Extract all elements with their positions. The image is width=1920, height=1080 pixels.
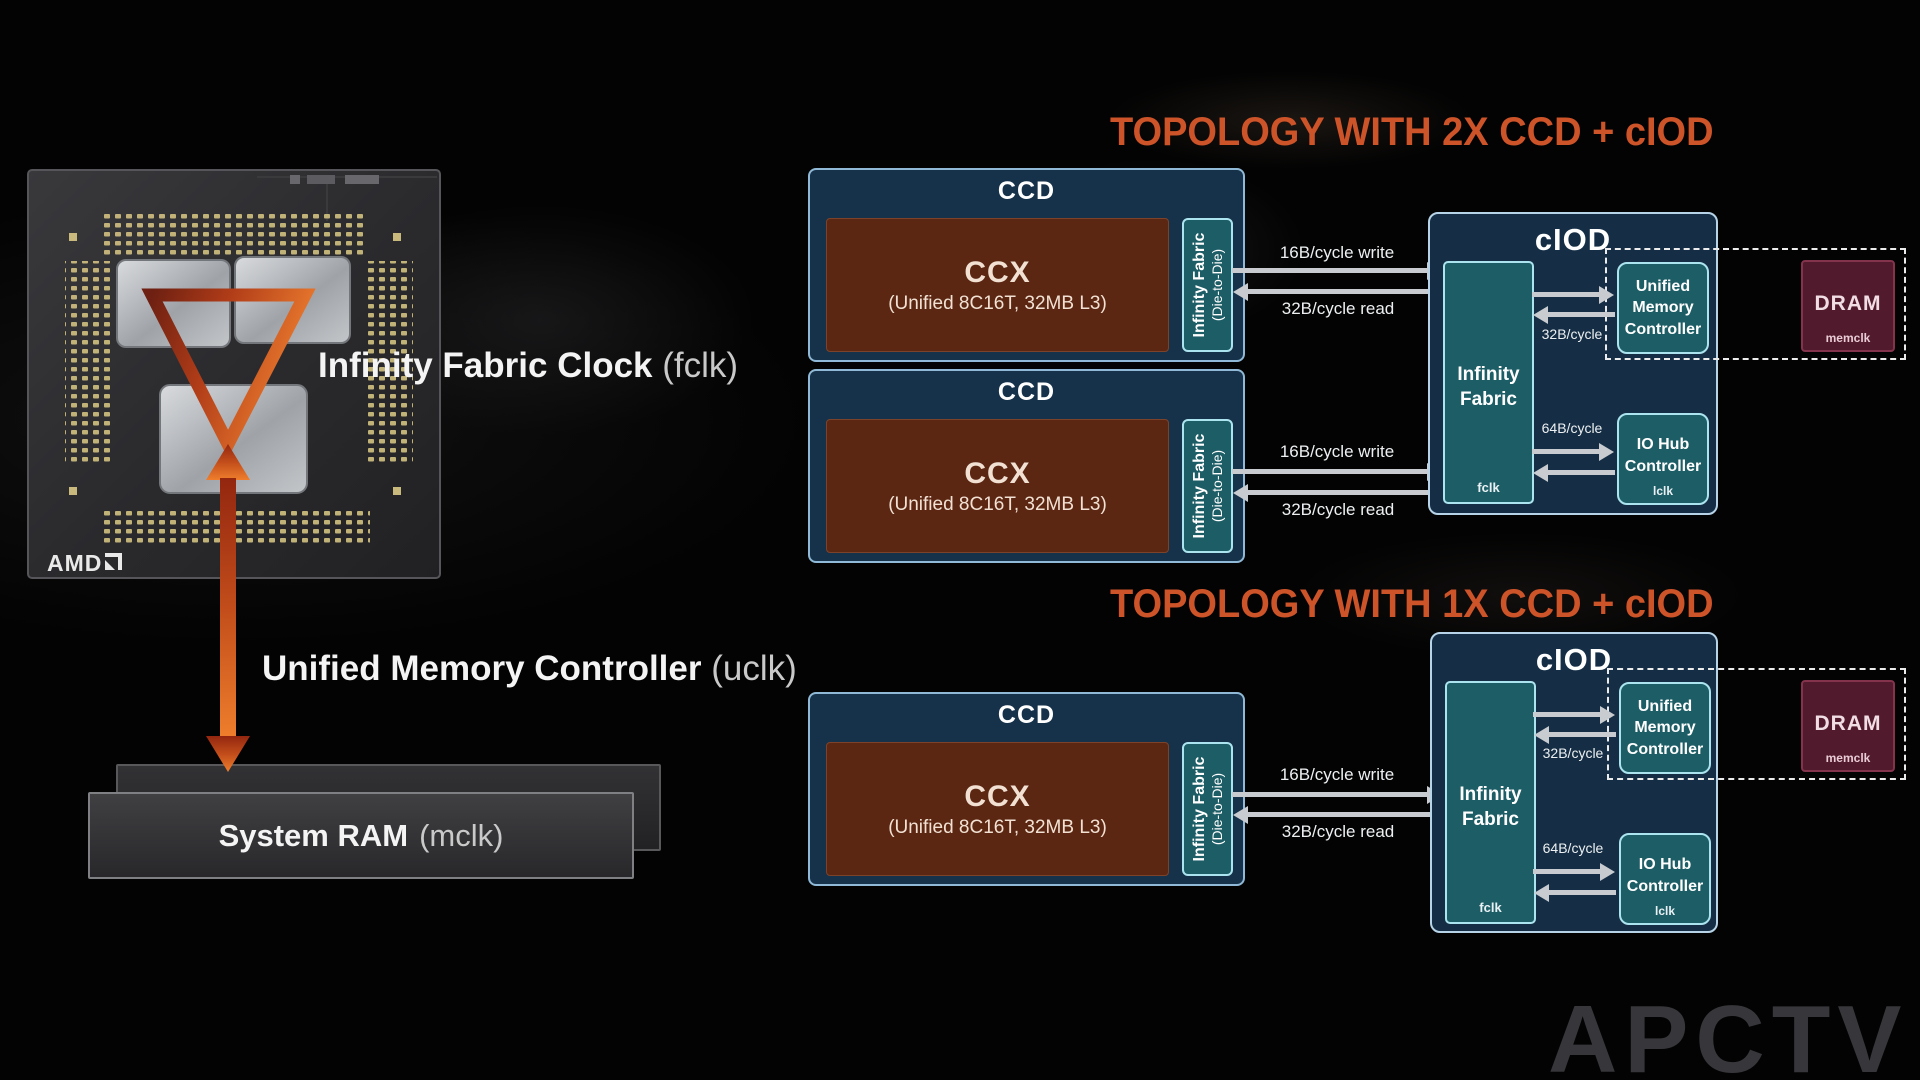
infinity-fabric-d2d-box: Infinity Fabric (Die-to-Die) xyxy=(1182,742,1233,876)
ciod-title: cIOD xyxy=(1534,222,1612,257)
ccd-box-1: CCD CCX (Unified 8C16T, 32MB L3) Infinit… xyxy=(808,168,1245,362)
fclk-tag: fclk xyxy=(1479,900,1502,915)
memclk-tag: memclk xyxy=(1825,751,1871,765)
read-bw-label: 32B/cycle read xyxy=(1281,299,1395,318)
ccd-title: CCD xyxy=(997,177,1056,205)
fclk-tag: fclk xyxy=(1477,480,1500,495)
write-arrow xyxy=(1232,268,1428,273)
iohub-to-if-arrow xyxy=(1548,890,1616,895)
system-ram-label: System RAM xyxy=(218,817,409,853)
cpu-package-graphic: AMD xyxy=(27,169,441,579)
if-to-iohub-arrow xyxy=(1532,449,1600,454)
umc-to-if-arrow xyxy=(1548,732,1616,737)
infinity-fabric-d2d-box: Infinity Fabric (Die-to-Die) xyxy=(1182,218,1233,352)
iohub-bw-label: 64B/cycle xyxy=(1542,840,1604,856)
memclk-tag: memclk xyxy=(1825,331,1871,345)
if-to-iohub-arrow xyxy=(1533,869,1601,874)
lclk-tag: lclk xyxy=(1654,904,1675,918)
write-bw-label: 16B/cycle write xyxy=(1279,243,1395,262)
system-ram-clock: (mclk) xyxy=(419,817,504,853)
fclk-label: Infinity Fabric Clock (fclk) xyxy=(318,346,739,385)
infinity-fabric-d2d-box: Infinity Fabric (Die-to-Die) xyxy=(1182,419,1233,553)
read-bw-label: 32B/cycle read xyxy=(1281,500,1395,519)
memory-domain-outline-2 xyxy=(1607,668,1906,780)
umc-bw-label: 32B/cycle xyxy=(1541,326,1603,342)
if-to-umc-arrow xyxy=(1532,292,1600,297)
ccd-title: CCD xyxy=(997,701,1056,729)
amd-arrow-icon xyxy=(105,553,122,570)
ccx-box: CCX (Unified 8C16T, 32MB L3) xyxy=(826,419,1169,553)
pad-field-right xyxy=(363,261,413,463)
cpu-to-ram-arrow xyxy=(206,444,250,772)
dram-box-1: DRAM memclk xyxy=(1801,260,1895,352)
umc-to-if-arrow xyxy=(1547,312,1615,317)
apctv-watermark: APCTV xyxy=(1548,986,1909,1080)
ciod-title: cIOD xyxy=(1535,642,1613,677)
lclk-tag: lclk xyxy=(1652,484,1673,498)
ciod-box-1: cIOD Infinity Fabric fclk Unified Memory… xyxy=(1428,212,1718,515)
read-bw-label: 32B/cycle read xyxy=(1281,822,1395,841)
ram-stick-front: System RAM (mclk) xyxy=(88,792,634,879)
topology-2-title: TOPOLOGY WITH 1X CCD + cIOD xyxy=(1110,582,1714,626)
if-to-umc-arrow xyxy=(1533,712,1601,717)
infinity-fabric-box: Infinity Fabric fclk xyxy=(1443,261,1534,504)
ciod-box-2: cIOD Infinity Fabric fclk Unified Memory… xyxy=(1430,632,1718,933)
write-arrow xyxy=(1232,792,1428,797)
umc-bw-label: 32B/cycle xyxy=(1542,745,1604,761)
ccx-box: CCX (Unified 8C16T, 32MB L3) xyxy=(826,742,1169,876)
infinity-fabric-triangle xyxy=(141,288,316,457)
write-bw-label: 16B/cycle write xyxy=(1279,442,1395,461)
topology-1-title: TOPOLOGY WITH 2X CCD + cIOD xyxy=(1110,110,1714,154)
write-arrow xyxy=(1232,469,1428,474)
amd-logo-text: AMD xyxy=(47,550,102,576)
ccx-box: CCX (Unified 8C16T, 32MB L3) xyxy=(826,218,1169,352)
unified-memory-controller-box: Unified Memory Controller xyxy=(1617,262,1709,354)
read-arrow xyxy=(1247,289,1443,294)
pad-field-left xyxy=(65,261,111,463)
ccd-box-2: CCD CCX (Unified 8C16T, 32MB L3) Infinit… xyxy=(808,369,1245,563)
ccd-title: CCD xyxy=(997,378,1056,406)
memory-domain-outline-1 xyxy=(1605,248,1906,360)
write-bw-label: 16B/cycle write xyxy=(1279,765,1395,784)
io-hub-controller-box: IO Hub Controller lclk xyxy=(1619,833,1711,925)
iohub-to-if-arrow xyxy=(1547,470,1615,475)
dram-box-2: DRAM memclk xyxy=(1801,680,1895,772)
io-hub-controller-box: IO Hub Controller lclk xyxy=(1617,413,1709,505)
read-arrow xyxy=(1247,812,1443,817)
infinity-fabric-box: Infinity Fabric fclk xyxy=(1445,681,1536,924)
pad-field-top xyxy=(102,213,367,255)
ccd-box-3: CCD CCX (Unified 8C16T, 32MB L3) Infinit… xyxy=(808,692,1245,886)
iohub-bw-label: 64B/cycle xyxy=(1541,420,1603,436)
read-arrow xyxy=(1247,490,1443,495)
uclk-label: Unified Memory Controller (uclk) xyxy=(262,649,797,688)
unified-memory-controller-box: Unified Memory Controller xyxy=(1619,682,1711,774)
